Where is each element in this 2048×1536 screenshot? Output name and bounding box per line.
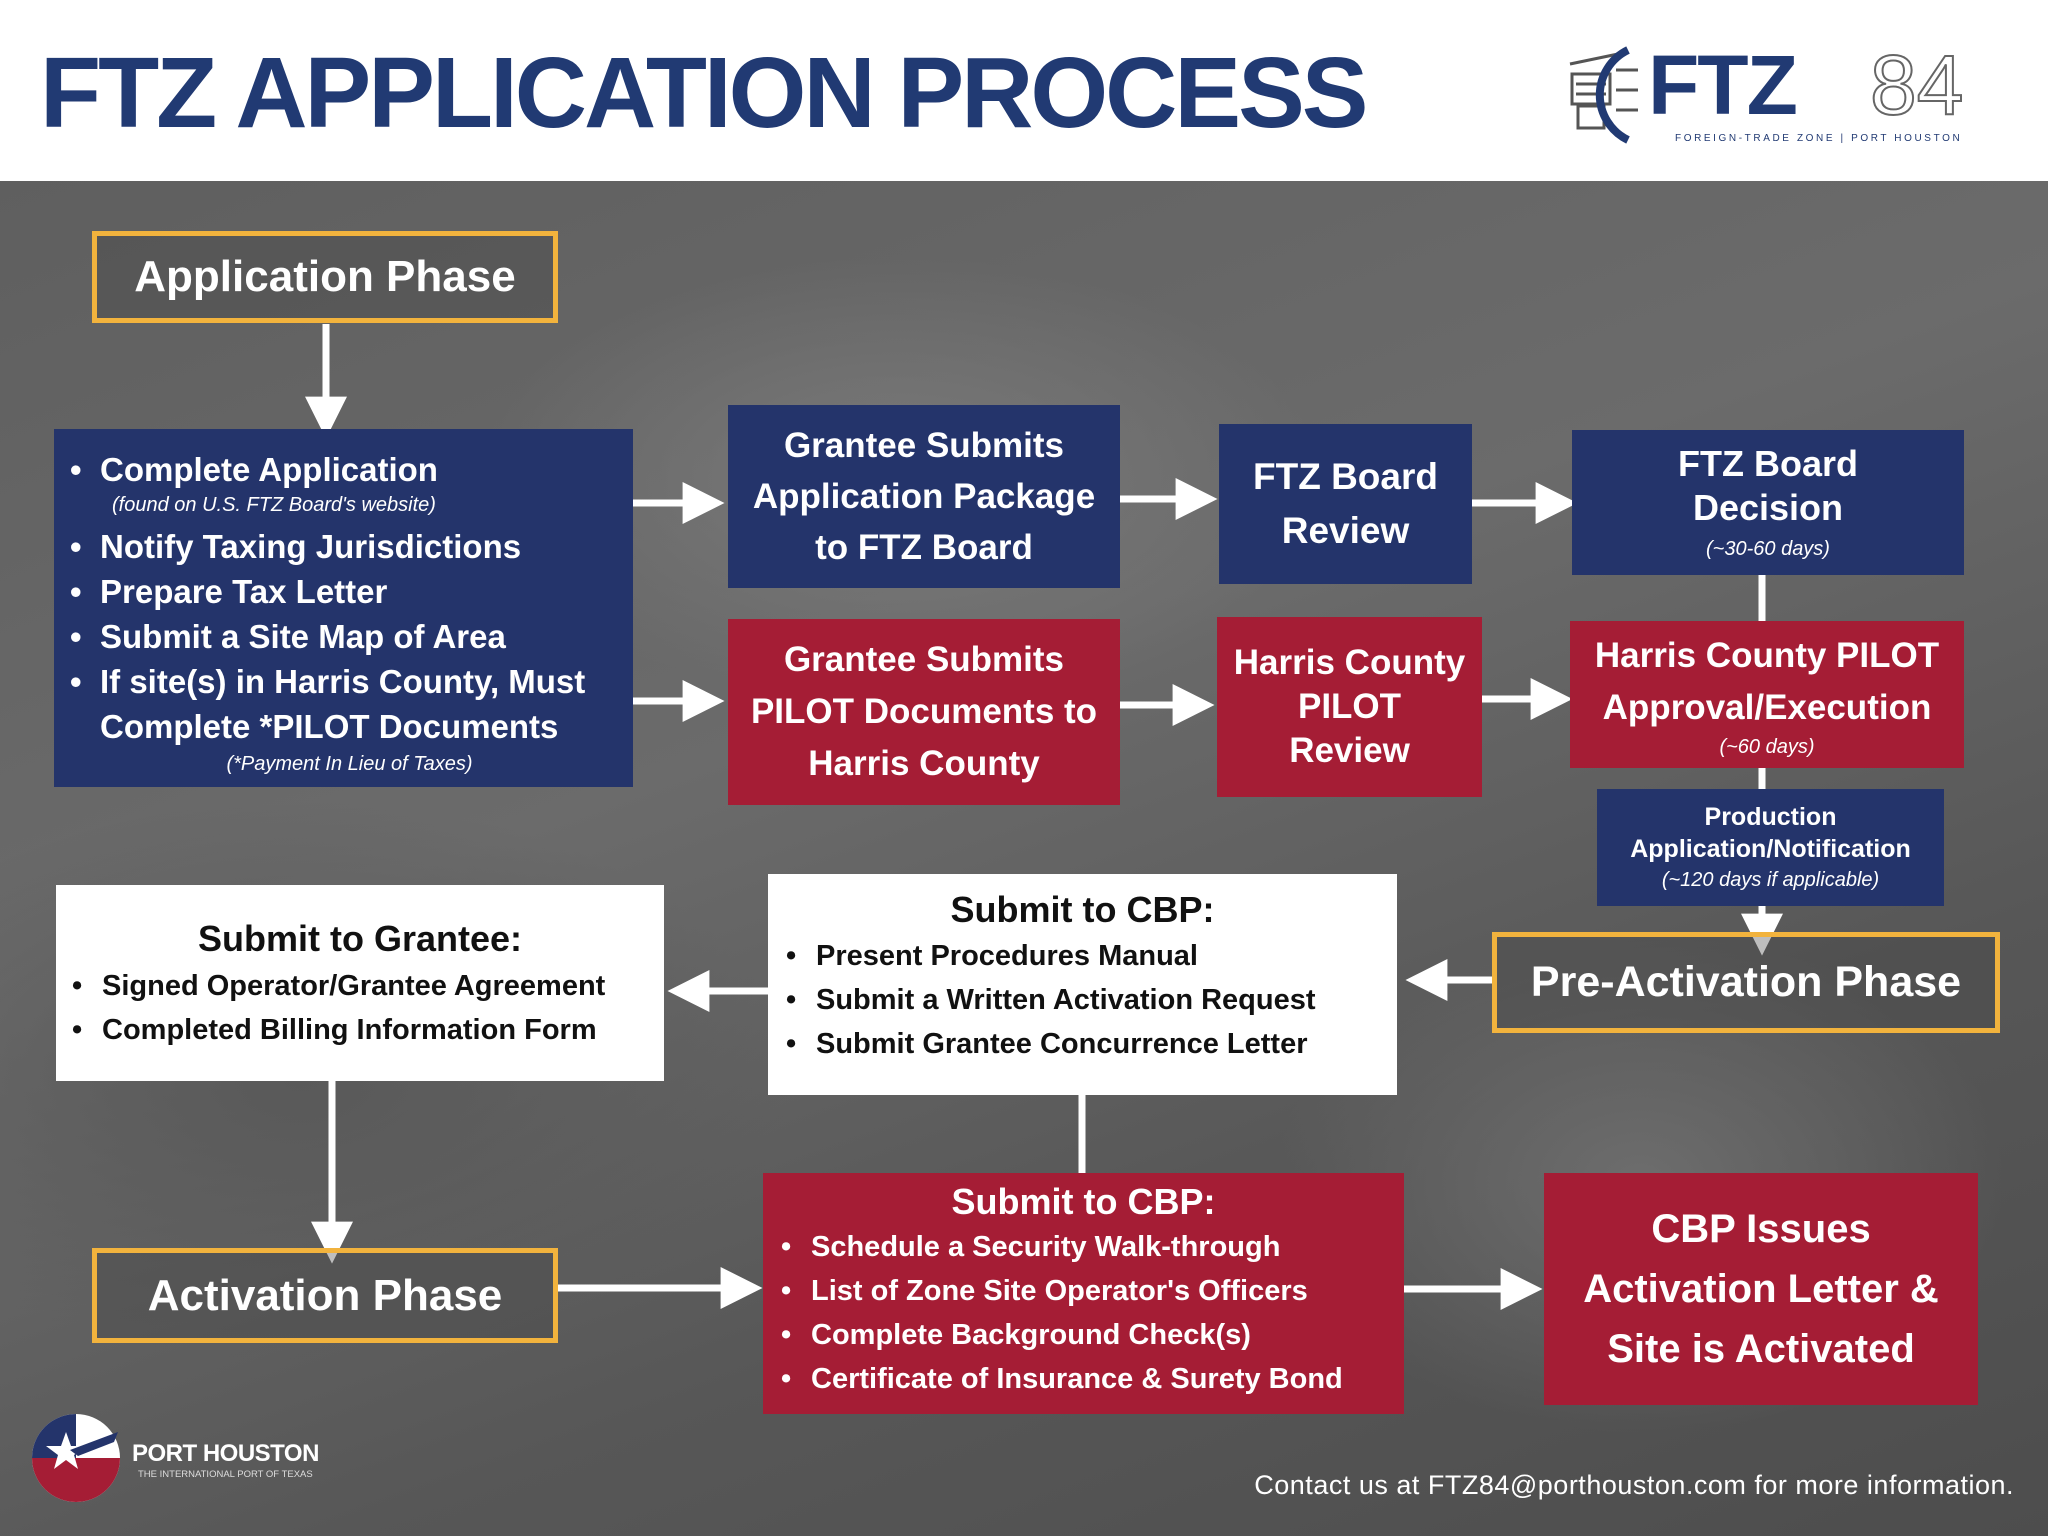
ftz-review-line-2: Review bbox=[1281, 510, 1410, 551]
grantee-title: Submit to Grantee: bbox=[197, 918, 523, 959]
cbp-act-item-3: Complete Background Check(s) bbox=[811, 1319, 1251, 1351]
pilot-review-line-1: Harris County bbox=[1233, 643, 1466, 682]
cbp-act-title: Submit to CBP: bbox=[951, 1181, 1216, 1222]
contact-info: Contact us at FTZ84@porthouston.com for … bbox=[1254, 1470, 2014, 1500]
ftz-submit-line-2: Application Package bbox=[752, 477, 1096, 516]
cbp-act-list: Schedule a Security Walk-through List of… bbox=[777, 1225, 1343, 1401]
pilot-review-line-2: PILOT bbox=[1297, 687, 1402, 726]
cbp-issues-line-3: Site is Activated bbox=[1607, 1327, 1915, 1371]
ftz-board-review-box: FTZ Board Review bbox=[1219, 424, 1472, 584]
list-item: Submit a Written Activation Request bbox=[782, 978, 1316, 1022]
list-item: Schedule a Security Walk-through bbox=[777, 1225, 1343, 1269]
list-item: If site(s) in Harris County, Must Comple… bbox=[66, 659, 585, 749]
submit-to-cbp-activation-box: Submit to CBP: Schedule a Security Walk-… bbox=[763, 1173, 1404, 1414]
application-phase-text: Application Phase bbox=[134, 252, 516, 301]
ftz-logo-number: 84 bbox=[1870, 40, 1963, 132]
task-notify-taxing: Notify Taxing Jurisdictions bbox=[100, 528, 522, 565]
cbp-issues-activation-box: CBP Issues Activation Letter & Site is A… bbox=[1544, 1173, 1978, 1405]
website-note: (found on U.S. FTZ Board's website) bbox=[112, 494, 436, 516]
pilot-approval-note: (~60 days) bbox=[1719, 735, 1815, 758]
port-houston-brand: PORT HOUSTON bbox=[132, 1440, 319, 1467]
pilot-submit-line-3: Harris County bbox=[808, 744, 1040, 783]
pilot-approval-line-1: Harris County PILOT bbox=[1594, 635, 1940, 675]
ftz-submit-line-3: to FTZ Board bbox=[815, 528, 1033, 567]
pilot-note: (*Payment In Lieu of Taxes) bbox=[226, 753, 473, 775]
submit-to-grantee-box: Submit to Grantee: Signed Operator/Grant… bbox=[56, 885, 664, 1081]
grantee-item-1: Signed Operator/Grantee Agreement bbox=[102, 970, 606, 1002]
port-houston-star-icon bbox=[32, 1414, 120, 1502]
list-item: Notify Taxing Jurisdictions bbox=[66, 524, 585, 569]
cbp-pre-item-2: Submit a Written Activation Request bbox=[816, 984, 1316, 1016]
production-line-2: Application/Notification bbox=[1630, 834, 1911, 863]
application-tasks-box: Complete Application (found on U.S. FTZ … bbox=[54, 429, 633, 787]
list-item: Submit Grantee Concurrence Letter bbox=[782, 1022, 1316, 1066]
cbp-pre-item-1: Present Procedures Manual bbox=[816, 940, 1198, 972]
task-prepare-tax-letter: Prepare Tax Letter bbox=[100, 573, 388, 610]
submit-to-cbp-pre-activation-box: Submit to CBP: Present Procedures Manual… bbox=[768, 874, 1397, 1095]
port-globe-icon bbox=[1569, 46, 1638, 144]
ftz-submit-box: Grantee Submits Application Package to F… bbox=[728, 405, 1120, 588]
connectors-layer bbox=[305, 324, 1783, 1310]
port-houston-tagline: THE INTERNATIONAL PORT OF TEXAS bbox=[138, 1469, 313, 1480]
list-item: List of Zone Site Operator's Officers bbox=[777, 1269, 1343, 1313]
list-item: Signed Operator/Grantee Agreement bbox=[68, 964, 605, 1008]
cbp-issues-line-1: CBP Issues bbox=[1651, 1207, 1871, 1251]
list-item: Submit a Site Map of Area bbox=[66, 614, 585, 659]
cbp-act-item-4: Certificate of Insurance & Surety Bond bbox=[811, 1363, 1343, 1395]
pre-activation-phase-text: Pre-Activation Phase bbox=[1530, 958, 1962, 1006]
list-item: Present Procedures Manual bbox=[782, 934, 1316, 978]
production-line-1: Production bbox=[1704, 802, 1837, 831]
pilot-approval-line-2: Approval/Execution bbox=[1602, 687, 1932, 727]
task-complete-application: Complete Application bbox=[100, 451, 438, 488]
ftz-submit-line-1: Grantee Submits bbox=[783, 426, 1065, 465]
ftz84-logo: FTZ 84 FOREIGN-TRADE ZONE | PORT HOUSTON bbox=[1569, 40, 1964, 144]
harris-county-pilot-review-box: Harris County PILOT Review bbox=[1217, 617, 1482, 797]
activation-phase-text: Activation Phase bbox=[147, 1270, 503, 1320]
pilot-submit-line-2: PILOT Documents to bbox=[750, 692, 1098, 731]
grantee-item-2: Completed Billing Information Form bbox=[102, 1014, 597, 1046]
production-note: (~120 days if applicable) bbox=[1661, 868, 1880, 891]
ftz-decision-line-1: FTZ Board bbox=[1678, 442, 1858, 484]
list-item: Prepare Tax Letter bbox=[66, 569, 585, 614]
port-houston-logo: PORT HOUSTON THE INTERNATIONAL PORT OF T… bbox=[32, 1414, 319, 1502]
ftz-logo-mark: FTZ bbox=[1648, 40, 1796, 132]
pilot-submit-line-1: Grantee Submits bbox=[783, 640, 1065, 679]
task-harris-county: If site(s) in Harris County, Must bbox=[100, 663, 586, 700]
list-item: Completed Billing Information Form bbox=[68, 1008, 605, 1052]
cbp-pre-item-3: Submit Grantee Concurrence Letter bbox=[816, 1028, 1308, 1060]
ftz-logo-tagline: FOREIGN-TRADE ZONE | PORT HOUSTON bbox=[1675, 133, 1962, 144]
pre-activation-phase-label: Pre-Activation Phase bbox=[1492, 932, 2000, 1033]
ftz-decision-note: (~30-60 days) bbox=[1706, 537, 1830, 560]
activation-phase-label: Activation Phase bbox=[92, 1248, 558, 1343]
harris-county-pilot-approval-box: Harris County PILOT Approval/Execution (… bbox=[1570, 621, 1964, 768]
grantee-list: Signed Operator/Grantee Agreement Comple… bbox=[68, 964, 605, 1052]
page-title: FTZ APPLICATION PROCESS bbox=[40, 37, 1368, 149]
application-phase-label: Application Phase bbox=[92, 231, 558, 323]
cbp-act-item-1: Schedule a Security Walk-through bbox=[811, 1231, 1281, 1263]
ftz-board-decision-box: FTZ Board Decision (~30-60 days) bbox=[1572, 430, 1964, 575]
ftz-review-line-1: FTZ Board bbox=[1253, 456, 1438, 497]
ftz-decision-line-2: Decision bbox=[1692, 486, 1844, 528]
pilot-submit-box: Grantee Submits PILOT Documents to Harri… bbox=[728, 619, 1120, 805]
cbp-issues-line-2: Activation Letter & bbox=[1583, 1267, 1939, 1311]
header-bar: FTZ APPLICATION PROCESS FTZ 84 FOREIGN-T… bbox=[0, 0, 2048, 181]
application-tasks-list: Complete Application (found on U.S. FTZ … bbox=[66, 447, 585, 749]
production-notification-box: Production Application/Notification (~12… bbox=[1597, 789, 1944, 906]
task-pilot-documents: Complete *PILOT Documents bbox=[100, 708, 559, 745]
list-item: Complete Application (found on U.S. FTZ … bbox=[66, 447, 585, 518]
diagram-area: Application Phase Pre-Activation Phase A… bbox=[0, 181, 2048, 1536]
list-item: Certificate of Insurance & Surety Bond bbox=[777, 1357, 1343, 1401]
cbp-pre-list: Present Procedures Manual Submit a Writt… bbox=[782, 934, 1316, 1066]
pilot-review-line-3: Review bbox=[1289, 731, 1410, 770]
cbp-act-item-2: List of Zone Site Operator's Officers bbox=[811, 1275, 1308, 1307]
list-item: Complete Background Check(s) bbox=[777, 1313, 1343, 1357]
cbp-pre-title: Submit to CBP: bbox=[950, 889, 1215, 930]
task-site-map: Submit a Site Map of Area bbox=[100, 618, 506, 655]
